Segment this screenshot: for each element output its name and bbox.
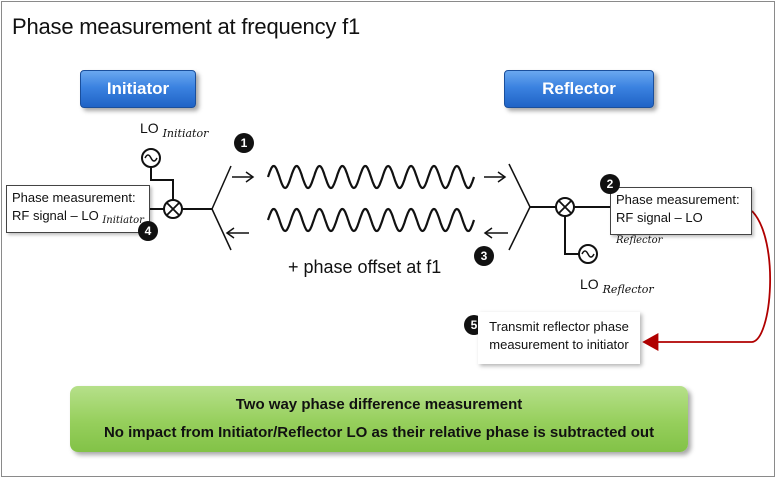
summary-banner: Two way phase difference measurement No … [70, 386, 688, 452]
step-badge-1: 1 [234, 133, 254, 153]
reflector-box-line2: RF signal – LO Reflector [616, 209, 746, 247]
transmit-line1: Transmit reflector phase [489, 319, 629, 334]
reflector-lo-source-icon [578, 244, 598, 264]
return-arrow-left [225, 227, 249, 239]
lo-prefix-text: LO [580, 276, 599, 292]
feedback-arrow [642, 210, 772, 351]
reflector-box-subscript: Reflector [616, 235, 663, 246]
initiator-button: Initiator [80, 70, 196, 108]
page-title: Phase measurement at frequency f1 [12, 14, 361, 39]
summary-line2: No impact from Initiator/Reflector LO as… [103, 424, 655, 441]
phase-offset-label: + phase offset at f1 [288, 257, 442, 277]
step-badge-4: 4 [138, 221, 158, 241]
reflector-lo-line [564, 216, 579, 255]
lo-reflector-subscript: Reflector [602, 283, 654, 296]
lo-initiator-subscript: Initiator [162, 127, 209, 140]
initiator-lo-label: LO Initiator [140, 120, 208, 140]
initiator-mixer-icon [163, 199, 183, 219]
reflector-box-line1: Phase measurement: [616, 192, 740, 207]
reflector-mixer-icon [555, 197, 575, 217]
step-badge-2: 2 [600, 174, 620, 194]
reflector-antenna-icon [508, 163, 531, 251]
summary-line1: Two way phase difference measurement [235, 396, 523, 413]
reflector-box-formula: RF signal – LO [616, 210, 703, 225]
initiator-antenna-icon [211, 165, 232, 251]
initiator-box-line2: RF signal – LO Initiator [12, 207, 144, 227]
reflector-lo-label: LO Reflector [580, 276, 654, 296]
reflector-measurement-box: Phase measurement: RF signal – LO Reflec… [610, 187, 752, 246]
initiator-box-formula: RF signal – LO [12, 208, 99, 223]
initiator-lo-line [150, 167, 174, 200]
reflector-button: Reflector [504, 70, 654, 108]
forward-arrow-left [232, 171, 255, 183]
initiator-box-line1: Phase measurement: [12, 190, 136, 205]
lo-prefix-text: LO [140, 120, 159, 136]
initiator-lo-source-icon [141, 148, 161, 168]
forward-signal-wave [266, 164, 476, 190]
transmit-line2: measurement to initiator [489, 337, 629, 352]
step-badge-3: 3 [474, 246, 494, 266]
return-arrow-right [483, 227, 508, 239]
forward-arrow-right [484, 171, 507, 183]
return-signal-wave [266, 207, 476, 233]
initiator-box-subscript: Initiator [102, 215, 144, 226]
initiator-measurement-box: Phase measurement: RF signal – LO Initia… [6, 185, 150, 233]
transmit-box: Transmit reflector phase measurement to … [478, 312, 640, 364]
